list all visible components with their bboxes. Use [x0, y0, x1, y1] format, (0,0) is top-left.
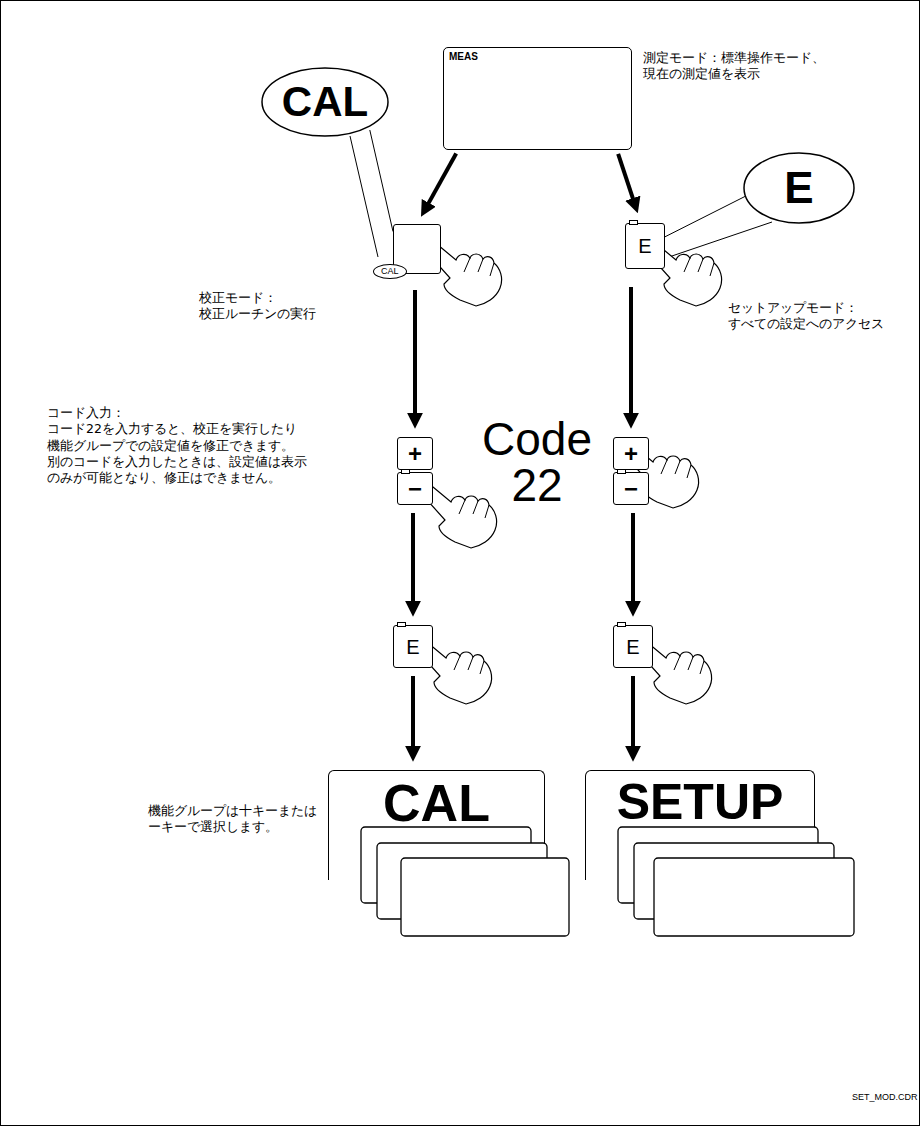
flow-arrow: [427, 153, 456, 205]
led-indicator: [629, 220, 638, 225]
cal-key: CAL: [393, 224, 441, 274]
pointing-hand: [425, 486, 497, 548]
led-indicator: [397, 622, 406, 627]
flow-arrow: [631, 513, 635, 604]
key-label: MEAS: [449, 52, 478, 62]
finger-line: [459, 500, 489, 518]
menu-title: SETUP: [617, 777, 784, 827]
key-label: +: [408, 442, 422, 466]
flow-arrow: [411, 513, 415, 604]
minus-key: −: [613, 472, 649, 505]
zoom-line: [666, 222, 772, 258]
enter-key: E: [393, 625, 433, 668]
key-label: E: [638, 236, 651, 256]
led-indicator: [617, 469, 626, 474]
hand-group: [420, 244, 722, 704]
menu-stack: SETUP: [585, 770, 815, 880]
flow-arrow: [413, 290, 417, 416]
menu-page: [401, 858, 569, 936]
enter-key: E: [613, 625, 653, 668]
ellipse-outline: [262, 68, 388, 136]
key-label: E: [626, 637, 639, 657]
led-indicator: [617, 622, 626, 627]
key-label: CAL: [282, 81, 368, 123]
key-label: CAL: [373, 264, 407, 279]
zoom-callout: E: [743, 152, 855, 224]
ellipse-outline: [744, 153, 854, 223]
key-label: −: [408, 477, 422, 501]
plus-key: +: [397, 437, 433, 470]
menu-title: CAL: [383, 777, 490, 829]
zoom-line: [665, 195, 747, 237]
zoom-callout: CAL: [261, 67, 389, 137]
code-number: 22: [477, 462, 597, 508]
finger-line: [674, 656, 704, 674]
finger-line: [684, 258, 714, 276]
hand-outline: [425, 486, 497, 548]
key-label: +: [624, 442, 638, 466]
key-label: −: [624, 477, 638, 501]
finger-line: [464, 258, 494, 276]
selection-note: 機能グループは十キーまたは ーキーで選択します。: [148, 803, 348, 836]
flow-arrow: [631, 676, 635, 749]
code-note: コード入力： コード22を入力すると、校正を実行したり 機能グループでの設定値を…: [47, 405, 315, 486]
display-screen: MEAS: [443, 47, 632, 150]
menu-page: [654, 858, 854, 936]
enter-key: E: [625, 223, 665, 269]
file-name: SET_MOD.CDR: [852, 1093, 917, 1102]
led-indicator: [401, 469, 410, 474]
zoom-line: [350, 136, 378, 257]
menu-stack: CAL: [328, 770, 545, 880]
mode-note: 測定モード：標準操作モード、 現在の測定値を表示: [643, 50, 868, 83]
flow-arrow: [411, 676, 415, 749]
code-text: Code: [477, 416, 597, 462]
mode-note: セットアップモード： すべての設定へのアクセス: [728, 300, 908, 333]
key-label: E: [406, 637, 419, 657]
key-label: E: [784, 166, 813, 210]
zoom-line: [370, 130, 393, 232]
finger-line: [454, 656, 484, 674]
flow-arrow: [618, 154, 634, 201]
finger-line: [661, 460, 691, 478]
flow-arrow: [629, 287, 633, 416]
minus-key: −: [397, 472, 433, 505]
plus-key: +: [613, 437, 649, 470]
mode-note: 校正モード： 校正ルーチンの実行: [199, 290, 349, 323]
